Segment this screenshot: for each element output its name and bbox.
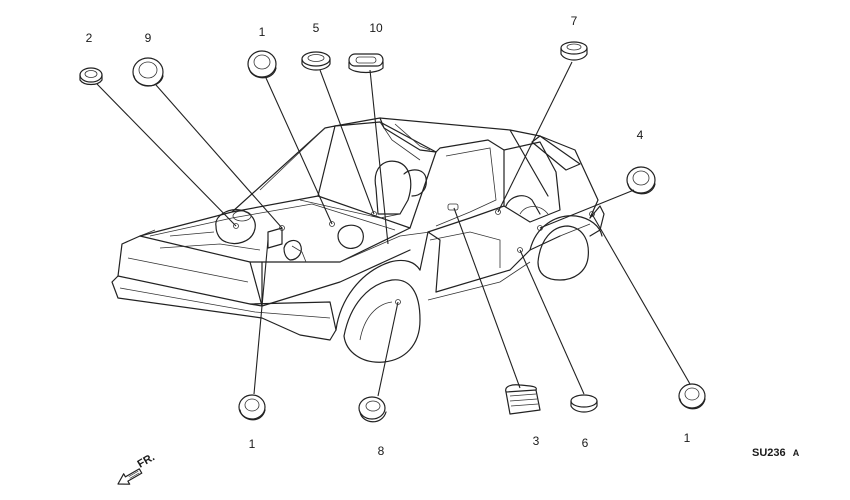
callout-6: 6 xyxy=(582,436,589,450)
callout-8: 8 xyxy=(378,444,385,458)
callout-10: 10 xyxy=(369,21,383,35)
direction-arrow-icon xyxy=(117,468,143,485)
callout-7: 7 xyxy=(571,14,578,28)
grommet-part-1-bottom-left xyxy=(238,394,266,421)
figure-code: SU236 A xyxy=(752,447,800,459)
callout-3: 3 xyxy=(533,434,540,448)
figure-code-text: SU236 A xyxy=(752,447,800,459)
grommet-part-8 xyxy=(358,396,387,423)
grommet-part-6 xyxy=(570,394,598,413)
callout-5: 5 xyxy=(313,21,320,35)
callout-2: 2 xyxy=(86,31,93,45)
figure-code-suffix: A xyxy=(793,448,800,458)
callout-9: 9 xyxy=(145,31,152,45)
grommet-part-9 xyxy=(132,57,164,87)
grommet-part-1-bottom-right xyxy=(678,383,706,410)
callout-labels: 2 9 1 5 10 7 4 1 8 3 6 1 xyxy=(86,14,691,458)
front-direction-indicator: FR. xyxy=(117,451,157,485)
figure-code-main: SU236 xyxy=(752,447,786,459)
callout-1: 1 xyxy=(249,437,256,451)
grommet-part-5 xyxy=(301,51,331,71)
grommet-part-1-top xyxy=(247,50,277,79)
hole-markers xyxy=(233,203,595,305)
grommet-part-10 xyxy=(348,53,384,74)
grommet-parts xyxy=(79,41,706,423)
grommet-part-7 xyxy=(560,41,588,61)
direction-label: FR. xyxy=(136,451,157,470)
grommet-part-2 xyxy=(79,67,103,86)
callout-1: 1 xyxy=(259,25,266,39)
grommet-part-3 xyxy=(505,384,541,415)
grommet-part-4 xyxy=(626,166,656,195)
callout-1: 1 xyxy=(684,431,691,445)
car-body-illustration xyxy=(111,117,605,363)
leader-lines xyxy=(96,61,691,397)
callout-4: 4 xyxy=(637,128,644,142)
